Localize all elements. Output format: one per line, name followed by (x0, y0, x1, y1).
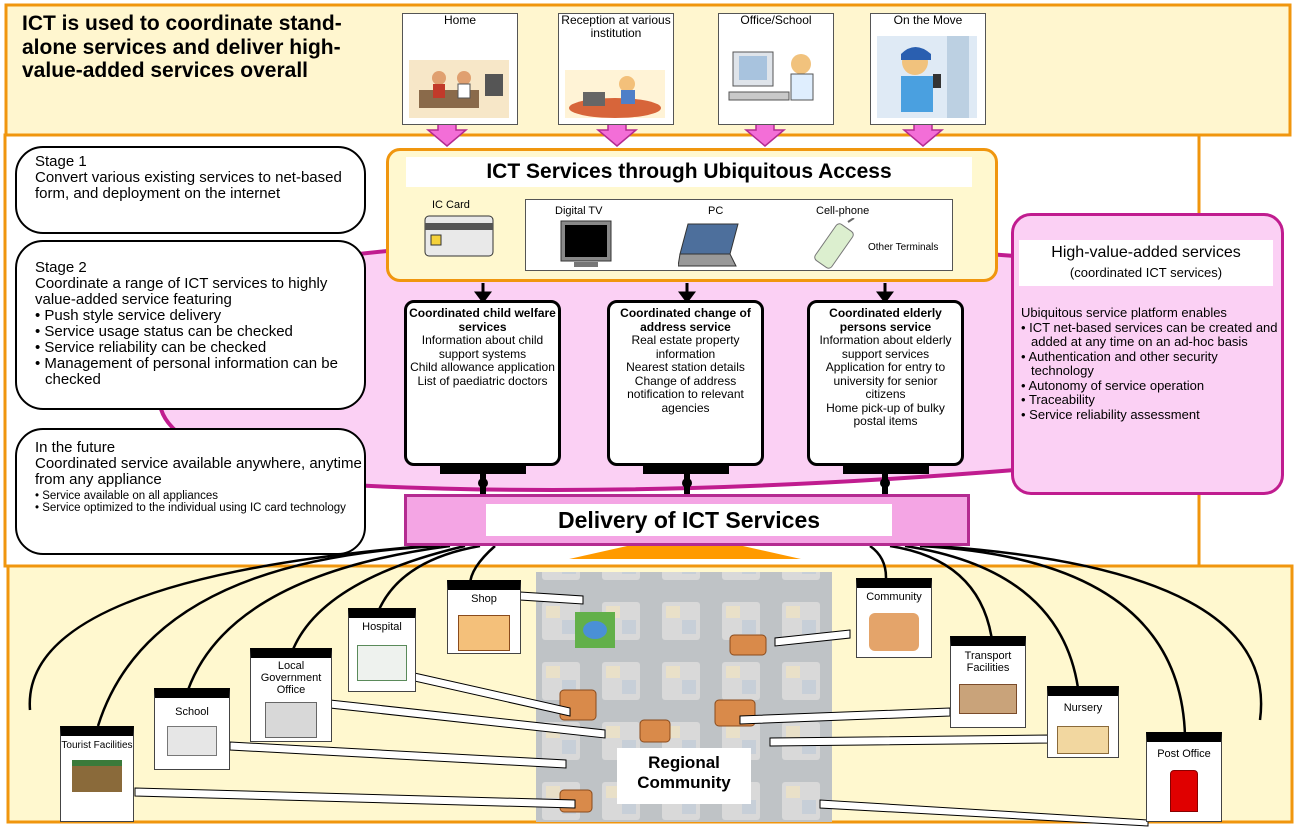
service-card-elderly-persons: Coordinated elderly persons service Info… (807, 300, 964, 466)
digital-tv-icon (560, 220, 612, 267)
location-shop: Shop (447, 580, 521, 654)
page-title: ICT is used to coordinate stand-alone se… (22, 12, 342, 82)
other-terminals-label: Other Terminals (868, 242, 939, 253)
location-post-office: Post Office (1146, 732, 1222, 822)
mobile-scene-icon (877, 36, 977, 118)
high-value-intro: Ubiquitous service platform enables (1021, 305, 1227, 320)
office-scene-icon (725, 38, 825, 118)
high-value-heading: High-value-added services (1051, 244, 1241, 261)
list-item: • Service reliability can be checked (35, 339, 267, 356)
list-item: • Management of personal information can… (35, 355, 338, 388)
government-building-icon (265, 702, 317, 738)
terminal-label: Cell-phone (816, 205, 870, 217)
list-item: • Service usage status can be checked (35, 323, 293, 340)
location-label: Transport Facilities (964, 650, 1012, 674)
laptop-icon (678, 223, 739, 267)
list-item: • ICT net-based services can be created … (1021, 319, 1278, 349)
location-nursery: Nursery (1047, 686, 1119, 758)
hospital-icon (357, 645, 407, 681)
service-item: Application for entry to university for … (825, 360, 946, 401)
location-label: Post Office (1157, 748, 1211, 760)
location-hospital: Hospital (348, 608, 416, 692)
location-label: Local Government Office (260, 660, 322, 696)
list-item: • Push style service delivery (35, 307, 222, 324)
location-label: Shop (471, 593, 497, 605)
ubiquitous-title: ICT Services through Ubiquitous Access (406, 157, 972, 187)
future-callout: In the future Coordinated service availa… (15, 428, 366, 555)
service-title: Coordinated child welfare services (409, 306, 556, 334)
upward-arrow (559, 530, 811, 561)
service-item: Real estate property information (631, 333, 740, 361)
list-item: • Authentication and other security tech… (1021, 348, 1218, 378)
access-point-label: On the Move (893, 13, 963, 27)
location-label: Nursery (1063, 702, 1103, 714)
service-title: Coordinated change of address service (620, 306, 751, 334)
castle-icon (72, 760, 122, 792)
service-item: List of paediatric doctors (417, 373, 548, 388)
service-card-child-welfare: Coordinated child welfare services Infor… (404, 300, 561, 466)
location-label: Hospital (362, 621, 402, 633)
delivery-label: Delivery of ICT Services (486, 504, 892, 536)
service-item: Change of address notification to releva… (627, 373, 744, 415)
ic-card-label: IC Card (432, 199, 470, 211)
service-item: Information about elderly support servic… (819, 333, 952, 361)
high-value-text: Ubiquitous service platform enables • IC… (1021, 305, 1283, 423)
nursery-building-icon (1057, 726, 1109, 754)
stage-2-list: • Push style service delivery • Service … (35, 308, 364, 388)
access-point-on-the-move: On the Move (870, 13, 986, 125)
train-station-icon (959, 684, 1017, 714)
stage-1-callout: Stage 1 Convert various existing service… (15, 146, 366, 234)
community-group-icon (869, 613, 919, 651)
location-transport-facilities: Transport Facilities (950, 636, 1026, 728)
list-item: • Service available on all appliances (35, 490, 219, 502)
service-title: Coordinated elderly persons service (829, 306, 942, 334)
stage-2-heading: Stage 2 (35, 259, 87, 276)
location-label: Tourist Facilities (61, 740, 133, 751)
regional-community-label: Regional Community (617, 748, 751, 804)
location-tourist-facilities: Tourist Facilities (60, 726, 134, 822)
home-scene-icon (409, 60, 509, 118)
location-local-government-office: Local Government Office (250, 648, 332, 742)
access-point-label: Reception at various institution (561, 13, 671, 40)
list-item: • Service reliability assessment (1021, 406, 1200, 422)
service-card-change-of-address: Coordinated change of address service Re… (607, 300, 764, 466)
list-item: • Service optimized to the individual us… (35, 502, 346, 514)
future-text: Coordinated service available anywhere, … (35, 455, 362, 488)
access-point-office: Office/School (718, 13, 834, 125)
reception-scene-icon (565, 70, 665, 118)
future-list: • Service available on all appliances • … (35, 490, 364, 514)
stage-1-heading: Stage 1 (35, 153, 87, 170)
stage-1-text: Convert various existing services to net… (35, 169, 342, 202)
list-item: • Autonomy of service operation (1021, 377, 1205, 393)
high-value-list: • ICT net-based services can be created … (1021, 319, 1283, 423)
access-point-label: Home (443, 13, 476, 27)
location-label: Community (866, 591, 922, 603)
terminal-label: Digital TV (555, 205, 603, 217)
access-point-home: Home (402, 13, 518, 125)
school-building-icon (167, 726, 217, 756)
service-item: Nearest station details (626, 360, 745, 374)
service-item: Child allowance application (410, 360, 555, 374)
shop-icon (458, 615, 510, 651)
cell-phone-icon (814, 218, 855, 269)
ic-card-icon (424, 215, 494, 257)
location-community: Community (856, 578, 932, 658)
stage-2-callout: Stage 2 Coordinate a range of ICT servic… (15, 240, 366, 410)
future-heading: In the future (35, 439, 116, 456)
location-school: School (154, 688, 230, 770)
stage-2-text: Coordinate a range of ICT services to hi… (35, 275, 328, 308)
list-item: • Traceability (1021, 392, 1095, 407)
location-label: School (175, 706, 209, 718)
terminal-label: PC (708, 205, 724, 217)
post-box-icon (1170, 770, 1198, 812)
high-value-header: High-value-added services (coordinated I… (1019, 240, 1273, 286)
access-point-label: Office/School (740, 13, 812, 27)
high-value-subheading: (coordinated ICT services) (1069, 265, 1223, 280)
access-point-reception: Reception at various institution (558, 13, 674, 125)
service-item: Information about child support systems (421, 333, 544, 361)
service-item: Home pick-up of bulky postal items (826, 400, 945, 428)
